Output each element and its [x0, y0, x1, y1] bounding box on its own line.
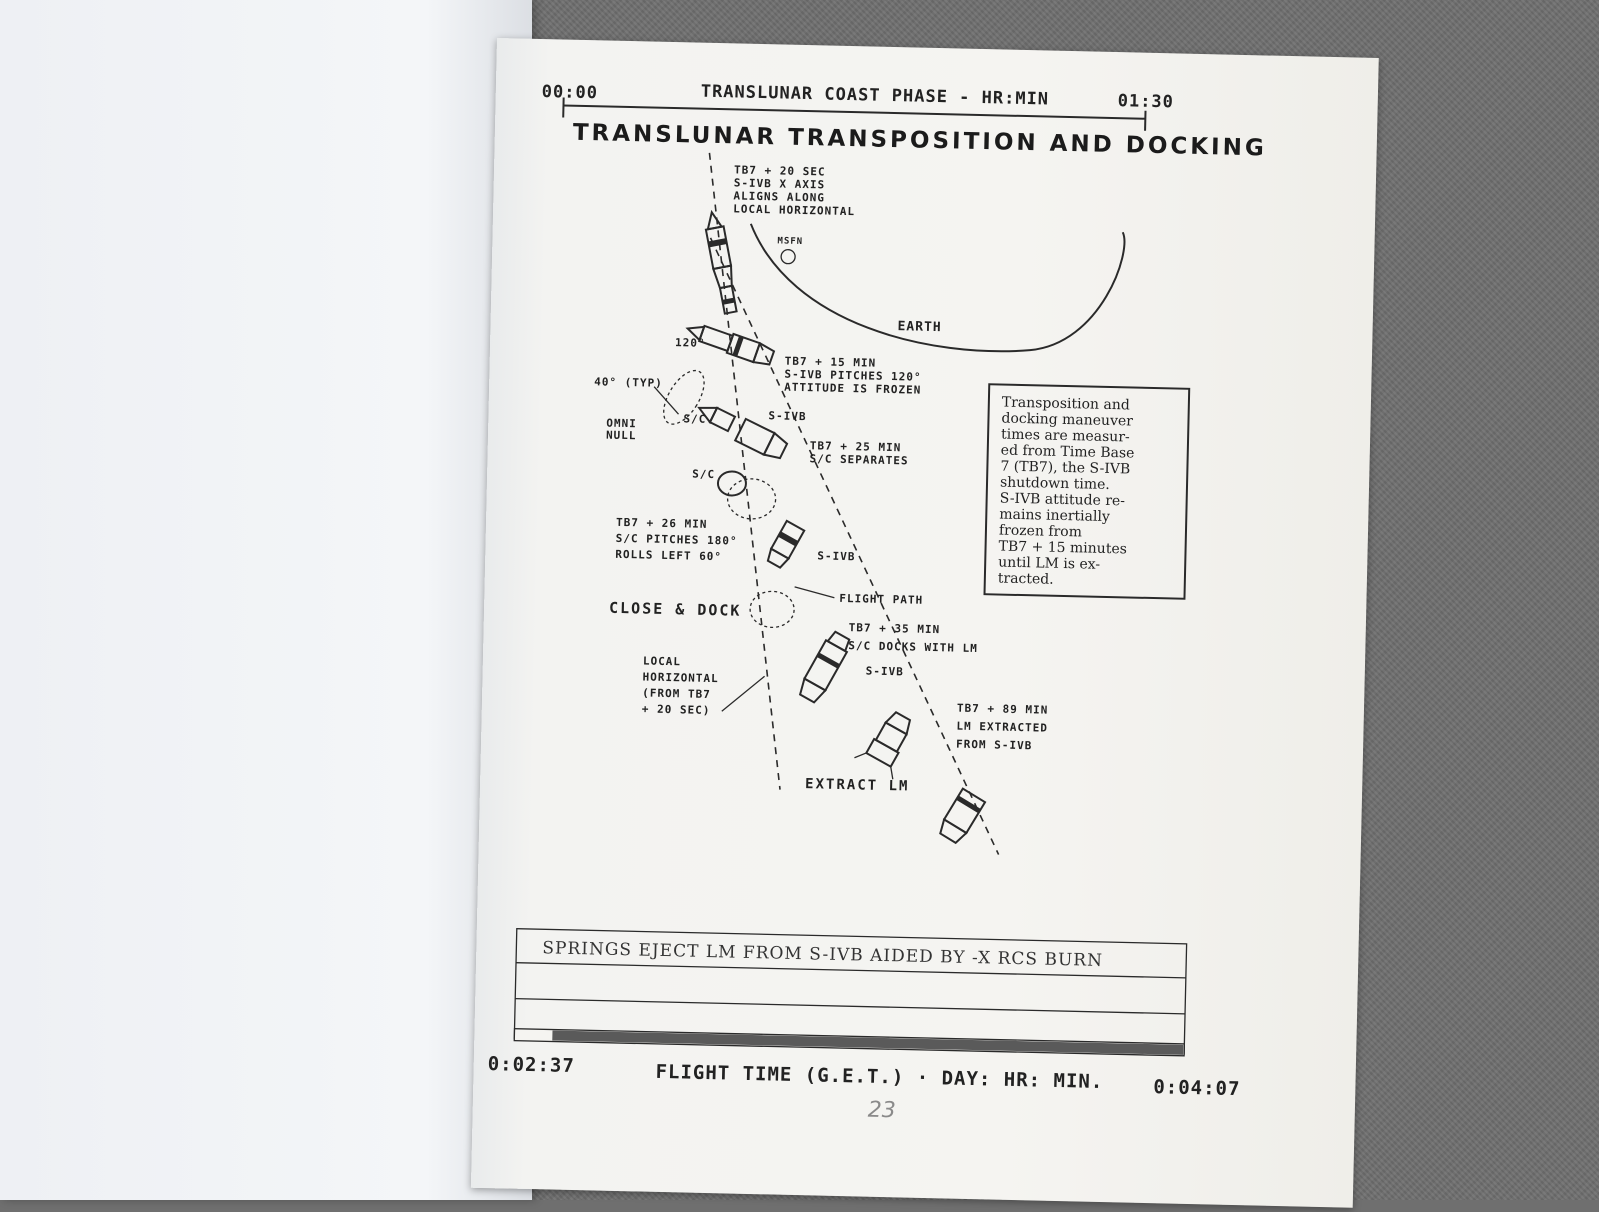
local-horizontal-line2: HORIZONTAL	[642, 670, 719, 685]
sivb-label-2: S-IVB	[817, 549, 855, 563]
local-horizontal-line1: LOCAL	[643, 654, 681, 668]
sivb-label-3: S-IVB	[866, 665, 904, 679]
sivb-label-1: S-IVB	[768, 409, 806, 423]
step5-line1: TB7 + 35 MIN	[849, 621, 941, 636]
angle-40-label: 40° (TYP)	[594, 375, 663, 390]
header-phase-title: TRANSLUNAR COAST PHASE - HR:MIN	[701, 82, 1050, 110]
page-number: 23	[867, 1098, 896, 1124]
close-dock-label: CLOSE & DOCK	[609, 599, 742, 620]
right-page: 00:00 TRANSLUNAR COAST PHASE - HR:MIN 01…	[471, 38, 1379, 1208]
note-line: frozen from	[999, 523, 1082, 541]
footer-label: FLIGHT TIME (G.E.T.) · DAY: HR: MIN.	[655, 1061, 1103, 1093]
extract-lm-label: EXTRACT LM	[805, 776, 910, 794]
header-scale-line	[563, 106, 1145, 119]
local-horizontal-leader	[722, 675, 765, 712]
spacecraft-pitching	[718, 471, 747, 496]
note-box-text: Transposition and docking maneuver times…	[998, 395, 1136, 590]
sc-label-2: S/C	[692, 468, 715, 482]
local-horizontal-line3: (FROM TB7	[642, 686, 711, 701]
local-horizontal-line4: + 20 SEC)	[642, 702, 711, 717]
footer-time-start: 0:02:37	[487, 1053, 575, 1077]
flight-path-label: FLIGHT PATH	[839, 592, 923, 607]
step4-line2: S/C PITCHES 180°	[616, 532, 738, 548]
pitch-arc	[727, 478, 776, 519]
page-artwork: 00:00 TRANSLUNAR COAST PHASE - HR:MIN 01…	[471, 38, 1379, 1208]
step5-line2: S/C DOCKS WITH LM	[848, 639, 978, 655]
header-time-start: 00:00	[542, 82, 599, 103]
step3-line2: S/C SEPARATES	[809, 452, 908, 467]
footer-time-end: 0:04:07	[1153, 1076, 1241, 1100]
flight-path-leader	[794, 587, 834, 598]
approach-arc	[750, 591, 795, 628]
left-page	[0, 0, 532, 1200]
sc-label-1: S/C	[683, 412, 706, 426]
step6-line2: LM EXTRACTED	[956, 720, 1048, 735]
timeline-row-divider	[515, 999, 1185, 1014]
omni-null-leader	[654, 387, 680, 415]
step2-line3: ATTITUDE IS FROZEN	[784, 381, 921, 397]
earth-label: EARTH	[897, 319, 941, 335]
step4-line1: TB7 + 26 MIN	[616, 516, 708, 531]
docked-stack	[797, 630, 853, 705]
sivb-waiting	[765, 521, 804, 569]
step6-line1: TB7 + 89 MIN	[957, 702, 1049, 717]
note-line: tracted.	[998, 571, 1054, 588]
omni-null-line2: NULL	[606, 429, 637, 443]
lm-extraction	[854, 705, 922, 779]
step4-line3: ROLLS LEFT 60°	[615, 548, 722, 563]
header-time-end: 01:30	[1118, 91, 1175, 112]
angle-120-label: 120°	[675, 336, 706, 350]
page-title: TRANSLUNAR TRANSPOSITION AND DOCKING	[573, 120, 1267, 162]
step1-line4: LOCAL HORIZONTAL	[733, 202, 855, 218]
timeline-row1-label: SPRINGS EJECT LM FROM S-IVB AIDED BY -X …	[542, 938, 1103, 971]
step6-line3: FROM S-IVB	[956, 738, 1033, 753]
flight-path-line	[697, 238, 1013, 855]
sivb-extracted	[937, 789, 985, 845]
msfn-station-icon	[781, 250, 795, 264]
msfn-label: MSFN	[777, 236, 803, 247]
